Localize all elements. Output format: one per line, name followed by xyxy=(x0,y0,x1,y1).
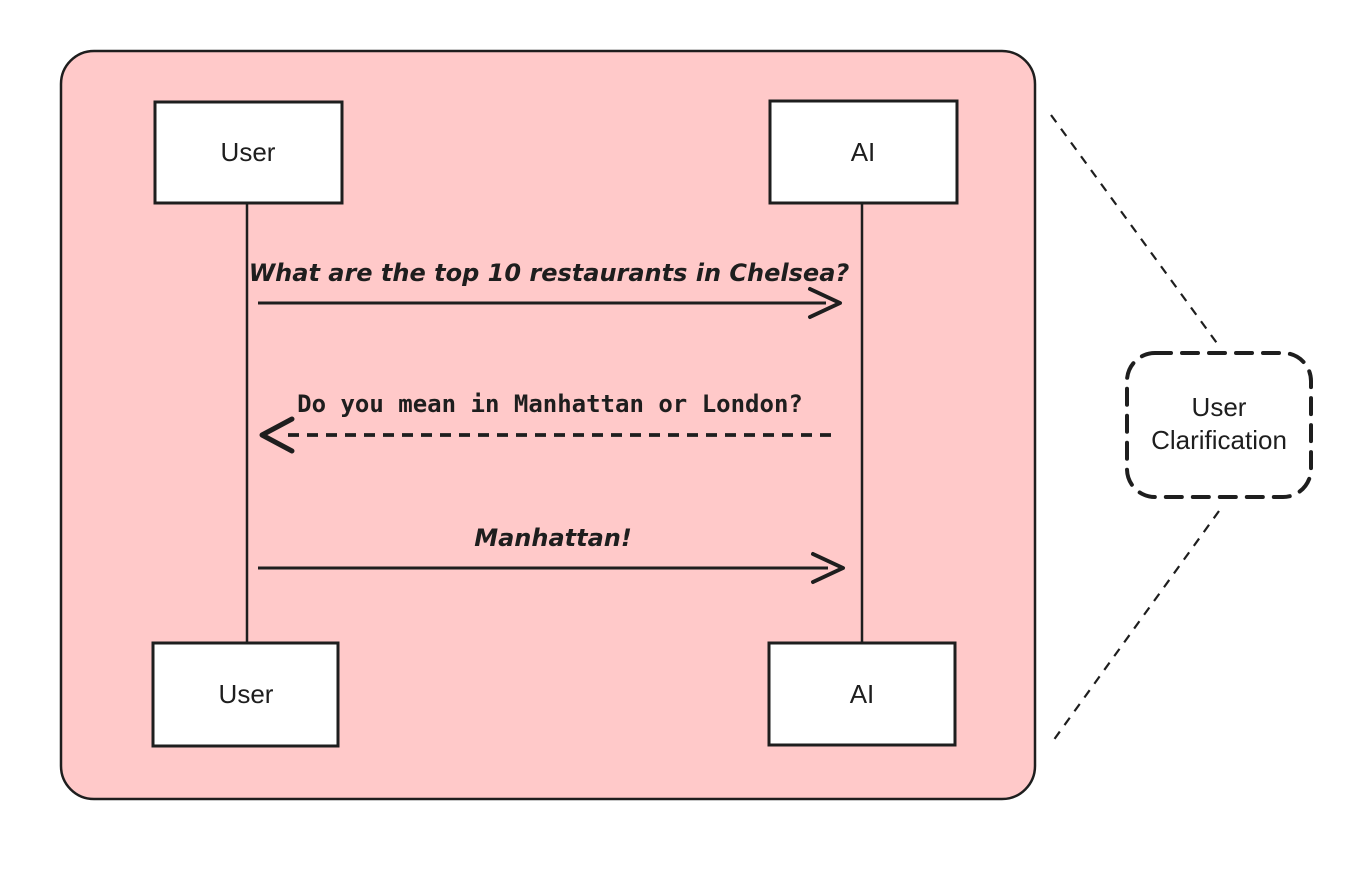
actor-label-user-top: User xyxy=(221,137,276,167)
actor-user-bottom: User xyxy=(151,641,340,748)
actor-ai-bottom: AI xyxy=(767,641,957,747)
message-3-label: Manhattan! xyxy=(474,524,632,552)
arrowhead-left-icon xyxy=(259,416,295,454)
actor-box-ai-top xyxy=(768,99,959,205)
message-1-label: What are the top 10 restaurants in Chels… xyxy=(249,259,850,287)
callout-connector-bottom xyxy=(1052,510,1220,742)
message-2-label: Do you mean in Manhattan or London? xyxy=(297,390,803,418)
message-3: Manhattan! xyxy=(258,524,845,584)
callout-connector-top xyxy=(1050,114,1220,347)
actor-label-user-bottom: User xyxy=(219,679,274,709)
actor-label-ai-top: AI xyxy=(851,137,876,167)
actor-box-user-bottom xyxy=(151,641,340,748)
message-1: What are the top 10 restaurants in Chels… xyxy=(249,259,850,319)
arrowhead-right-icon xyxy=(811,552,845,584)
callout-label-line-1: User xyxy=(1192,392,1247,422)
highlight-panel xyxy=(59,49,1037,801)
actor-user-top: User xyxy=(153,100,344,205)
message-2: Do you mean in Manhattan or London? xyxy=(259,390,838,454)
actor-box-ai-bottom xyxy=(767,641,957,747)
callout: User Clarification xyxy=(1125,351,1313,499)
callout-label-line-2: Clarification xyxy=(1151,425,1287,455)
actor-label-ai-bottom: AI xyxy=(850,679,875,709)
actor-box-user-top xyxy=(153,100,344,205)
actor-ai-top: AI xyxy=(768,99,959,205)
callout-box xyxy=(1125,351,1313,499)
arrowhead-right-icon xyxy=(808,287,842,319)
